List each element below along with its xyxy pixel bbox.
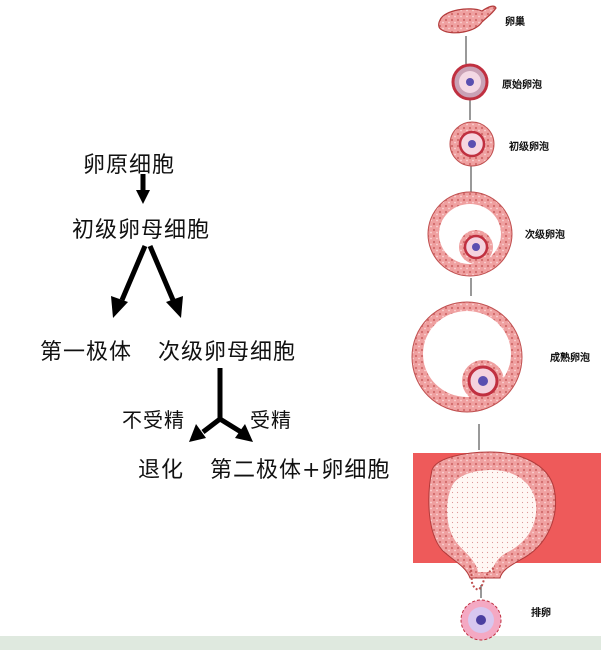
arrow-split-right xyxy=(147,245,183,318)
mature-follicle xyxy=(411,301,523,413)
secondary-follicle xyxy=(427,191,513,277)
label-secondary-follicle: 次级卵泡 xyxy=(525,230,565,241)
label-degenerate: 退化 xyxy=(138,458,185,483)
label-mature-follicle: 成熟卵泡 xyxy=(550,353,590,364)
primary-follicle xyxy=(449,121,495,167)
label-ovary: 卵巢 xyxy=(505,17,525,28)
primordial-follicle xyxy=(451,63,489,101)
arrow-split-left xyxy=(111,245,148,318)
ovary-shape xyxy=(438,5,497,34)
label-fertilized: 受精 xyxy=(250,408,292,432)
label-primordial-follicle: 原始卵泡 xyxy=(502,80,542,91)
ovulation-section xyxy=(413,451,601,592)
label-result: 第二极体+卵细胞 xyxy=(210,458,391,483)
arrow-fork xyxy=(189,368,253,442)
label-ovulation: 排卵 xyxy=(531,608,551,619)
connector-lines xyxy=(465,36,482,598)
label-not-fertilized: 不受精 xyxy=(122,408,185,432)
label-secondary-oocyte: 次级卵母细胞 xyxy=(158,340,297,365)
ovulated-oocyte xyxy=(460,599,502,641)
label-first-polar-body: 第一极体 xyxy=(40,340,133,365)
arrow-down-1 xyxy=(136,174,150,204)
label-oogonium: 卵原细胞 xyxy=(83,153,176,178)
bottom-band xyxy=(0,636,601,650)
label-primary-oocyte: 初级卵母细胞 xyxy=(72,218,211,243)
label-primary-follicle: 初级卵泡 xyxy=(509,142,549,153)
